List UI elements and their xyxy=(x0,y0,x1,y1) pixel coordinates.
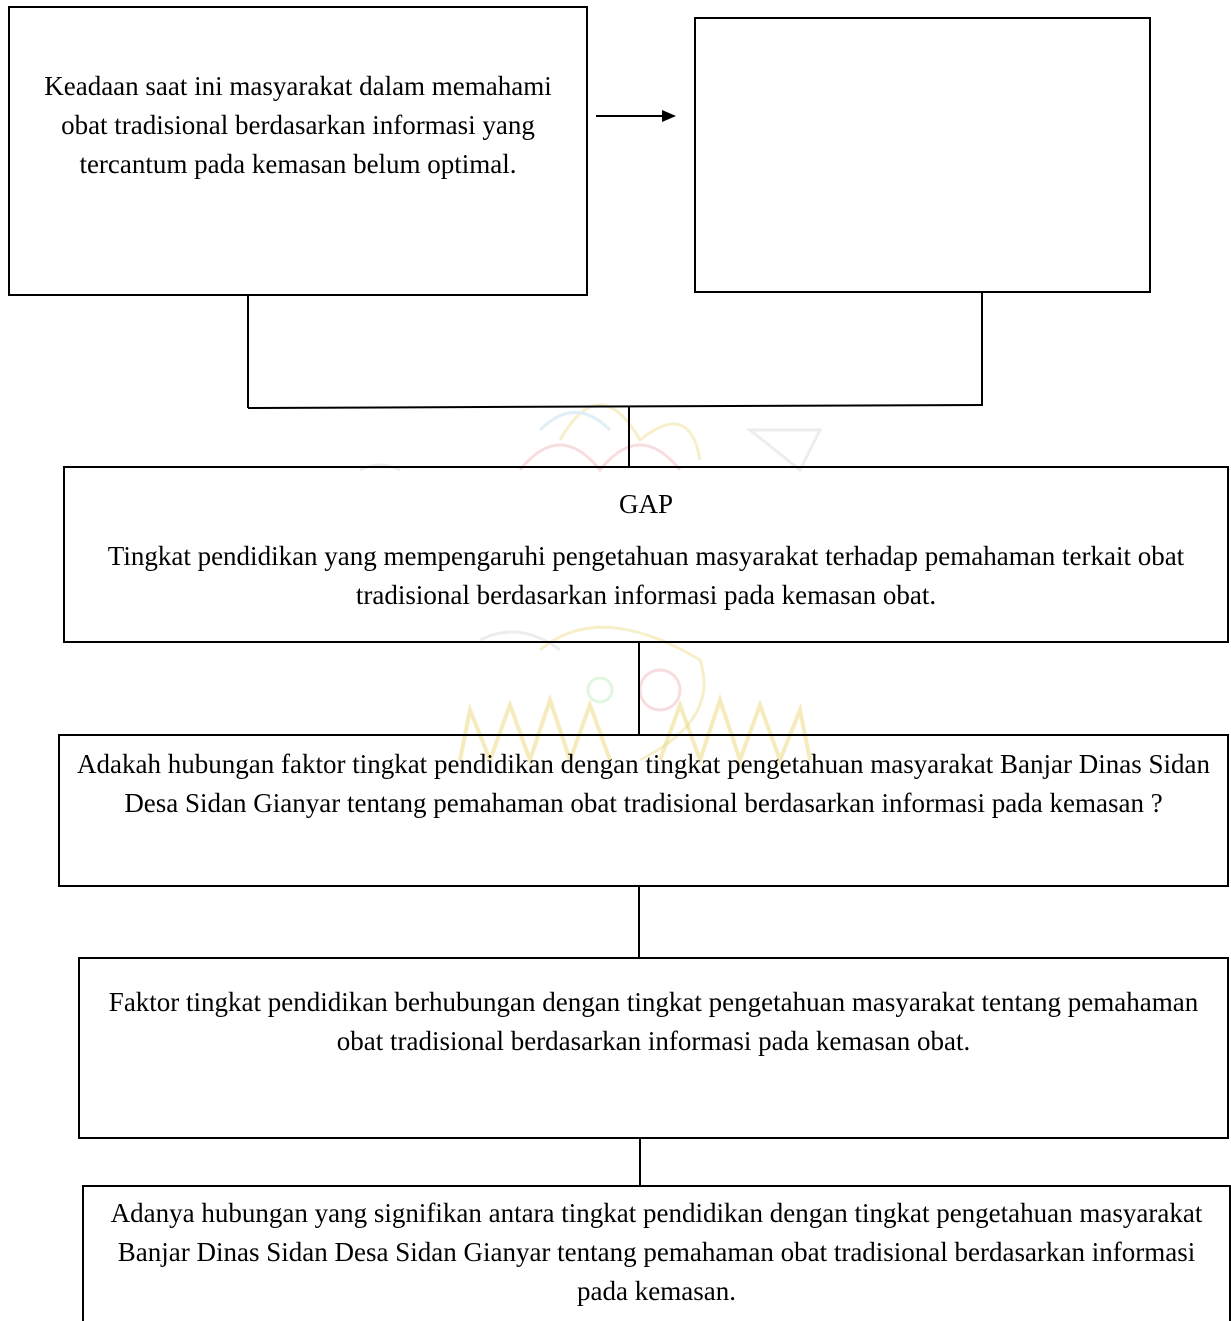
gap-box: GAP Tingkat pendidikan yang mempengaruhi… xyxy=(63,466,1229,643)
connector-to-gap xyxy=(628,406,630,466)
connector-question-hypothesis xyxy=(638,887,640,957)
connector-left-down xyxy=(247,296,249,408)
connector-right-down xyxy=(981,293,983,406)
hypothesis-text: Faktor tingkat pendidikan berhubungan de… xyxy=(108,987,1199,1056)
expectation-box xyxy=(694,17,1151,293)
conclusion-box: Adanya hubungan yang signifikan antara t… xyxy=(82,1185,1231,1321)
current-condition-box: Keadaan saat ini masyarakat dalam memaha… xyxy=(8,6,588,296)
research-question-text: Adakah hubungan faktor tingkat pendidika… xyxy=(77,749,1210,818)
current-condition-text: Keadaan saat ini masyarakat dalam memaha… xyxy=(44,71,552,179)
connector-gap-question xyxy=(638,643,640,734)
hypothesis-box: Faktor tingkat pendidikan berhubungan de… xyxy=(78,957,1229,1139)
gap-text: Tingkat pendidikan yang mempengaruhi pen… xyxy=(107,541,1185,610)
connector-hypothesis-conclusion xyxy=(639,1139,641,1185)
research-question-box: Adakah hubungan faktor tingkat pendidika… xyxy=(58,734,1229,887)
gap-title: GAP xyxy=(618,489,673,519)
conclusion-text: Adanya hubungan yang signifikan antara t… xyxy=(110,1198,1203,1306)
